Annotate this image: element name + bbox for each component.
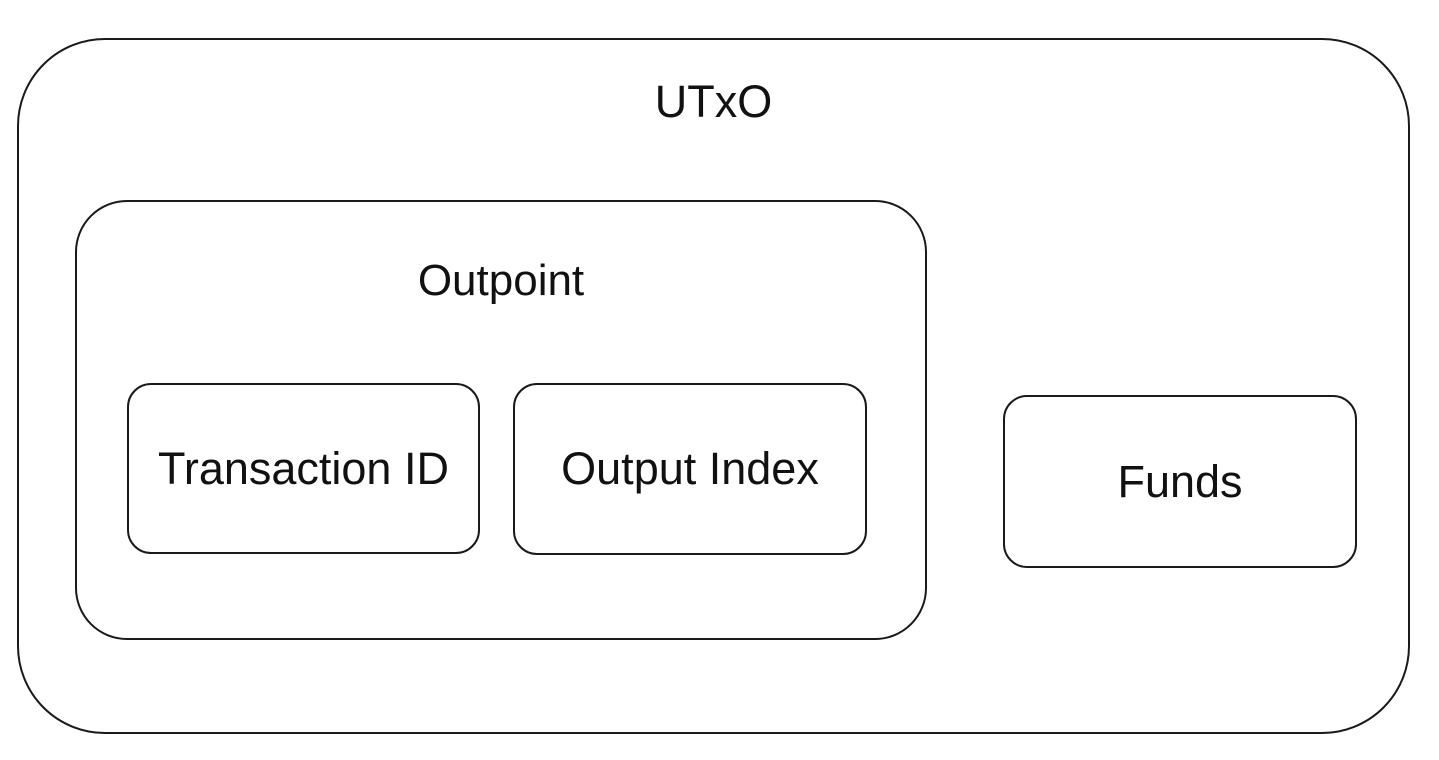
output-index-box: Output Index bbox=[513, 383, 867, 555]
output-index-label: Output Index bbox=[561, 443, 819, 494]
funds-box: Funds bbox=[1003, 395, 1357, 568]
utxo-label: UTxO bbox=[654, 76, 773, 127]
transaction-id-box: Transaction ID bbox=[127, 383, 480, 554]
transaction-id-label: Transaction ID bbox=[158, 442, 449, 494]
funds-label: Funds bbox=[1117, 455, 1243, 507]
outpoint-label: Outpoint bbox=[417, 256, 585, 305]
